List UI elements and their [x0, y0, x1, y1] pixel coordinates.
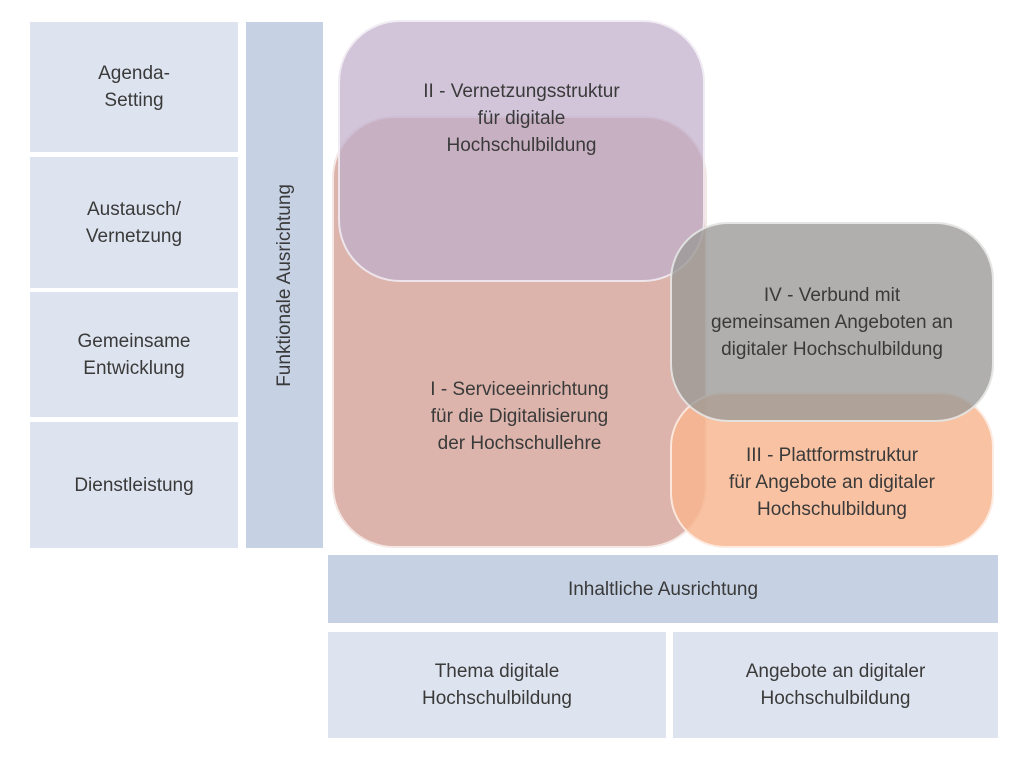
type-label-iii: III - Plattformstruktur für Angebote an … — [729, 445, 935, 520]
function-axis-label: Funktionale Ausrichtung — [273, 183, 295, 387]
content-item-thema-digitale-hochschulbildung: Thema digitale Hochschulbildung — [328, 632, 666, 738]
function-item-label: Gemeinsame Entwicklung — [77, 330, 191, 379]
type-box-iv-verbund: IV - Verbund mit gemeinsamen Angeboten a… — [670, 222, 994, 422]
content-item-label: Angebote an digitaler Hochschulbildung — [745, 661, 926, 709]
content-axis-label: Inhaltliche Ausrichtung — [567, 578, 759, 600]
type-box-ii-vernetzungsstruktur: II - Vernetzungsstruktur für digitale Ho… — [338, 20, 705, 282]
content-axis-bar: Inhaltliche Ausrichtung — [328, 555, 998, 623]
function-item-gemeinsame-entwicklung: Gemeinsame Entwicklung — [30, 292, 238, 417]
function-item-agenda-setting: Agenda- Setting — [30, 22, 238, 152]
function-item-label: Austausch/ Vernetzung — [85, 198, 183, 247]
function-item-label: Dienstleistung — [74, 474, 194, 496]
function-axis-bar: Funktionale Ausrichtung — [246, 22, 323, 548]
content-item-angebote-digitale-hochschulbildung: Angebote an digitaler Hochschulbildung — [673, 632, 998, 738]
content-item-label: Thema digitale Hochschulbildung — [422, 661, 572, 709]
function-item-label: Agenda- Setting — [98, 63, 170, 111]
type-label-iv: IV - Verbund mit gemeinsamen Angeboten a… — [711, 285, 953, 360]
type-label-ii: II - Vernetzungsstruktur für digitale Ho… — [423, 81, 620, 156]
type-label-i: I - Serviceeinrichtung für die Digitalis… — [430, 379, 609, 454]
function-item-dienstleistung: Dienstleistung — [30, 422, 238, 548]
function-item-austausch-vernetzung: Austausch/ Vernetzung — [30, 157, 238, 288]
